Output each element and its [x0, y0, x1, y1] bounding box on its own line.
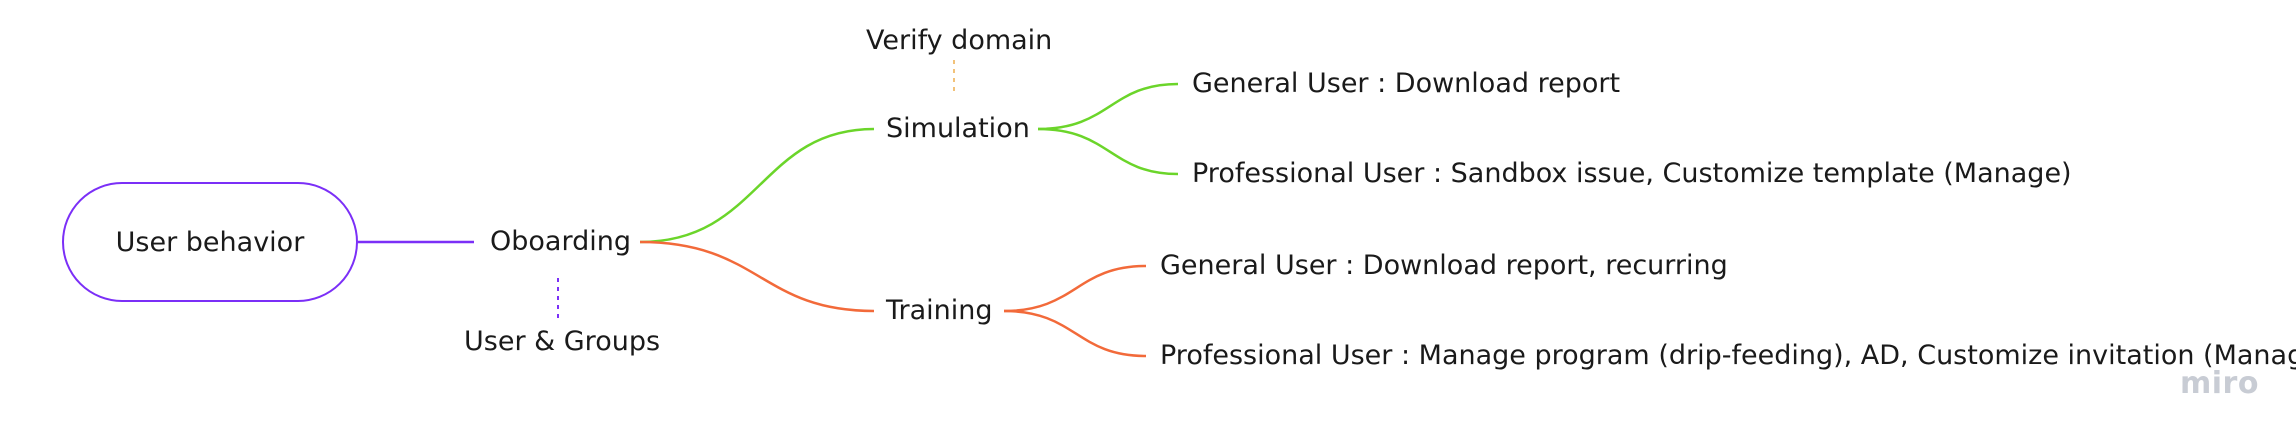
- connector-training-general: [1003, 264, 1147, 313]
- node-training-general-user[interactable]: General User : Download report, recurrin…: [1160, 250, 1728, 281]
- note-verify-domain[interactable]: Verify domain: [866, 25, 1053, 56]
- miro-logo: miro: [2180, 366, 2259, 401]
- note-user-groups[interactable]: User & Groups: [464, 326, 661, 357]
- node-oboarding[interactable]: Oboarding: [490, 226, 631, 257]
- node-simulation-professional-user[interactable]: Professional User : Sandbox issue, Custo…: [1192, 158, 2072, 189]
- connector-simulation-professional: [1037, 127, 1179, 176]
- node-simulation[interactable]: Simulation: [886, 113, 1030, 144]
- node-training[interactable]: Training: [886, 295, 993, 326]
- connector-oboarding-simulation: [639, 127, 875, 244]
- node-simulation-general-user[interactable]: General User : Download report: [1192, 68, 1621, 99]
- connector-training-professional: [1003, 309, 1147, 358]
- connector-oboarding-training: [639, 240, 875, 313]
- root-node-user-behavior[interactable]: User behavior: [62, 182, 358, 302]
- connector-simulation-general: [1037, 82, 1179, 131]
- node-training-professional-user[interactable]: Professional User : Manage program (drip…: [1160, 340, 2296, 371]
